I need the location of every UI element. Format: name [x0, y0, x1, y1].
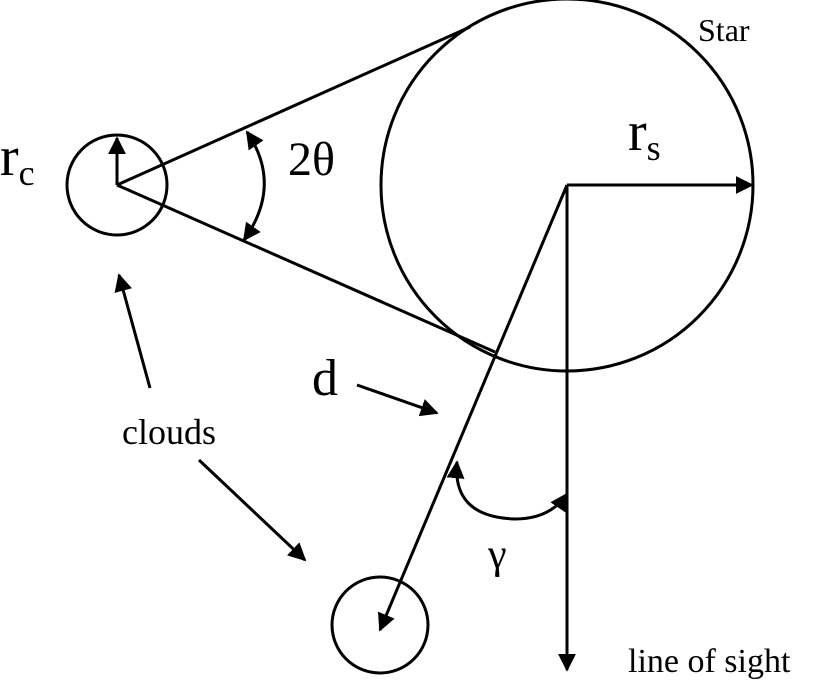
tangent-line-lower — [116, 183, 496, 354]
star-radius-label-main: r — [628, 101, 647, 163]
gamma-label: γ — [487, 532, 507, 578]
clouds-label: clouds — [122, 412, 216, 452]
distance-arrow — [377, 184, 569, 632]
clouds-pointer-arrow-down — [197, 458, 307, 562]
star-label: Star — [698, 12, 750, 48]
tangent-line-upper — [116, 25, 471, 187]
star-radius-label: rs — [628, 101, 661, 168]
gamma-angle-arc — [446, 460, 569, 521]
clouds-pointer-arrow-up — [114, 273, 152, 389]
distance-label: d — [312, 350, 338, 407]
cloud-top-circle — [65, 133, 169, 237]
angle-2theta-label: 2θ — [288, 133, 335, 186]
star-radius-label-sub: s — [647, 128, 661, 168]
cloud-radius-label: rc — [0, 126, 35, 193]
line-of-sight-label: line of sight — [628, 643, 791, 680]
cloud-bottom-circle — [330, 575, 430, 675]
cloud-radius-label-main: r — [0, 126, 19, 188]
d-pointer-arrow — [356, 383, 439, 417]
angle-arc-2theta — [242, 130, 266, 242]
cloud-radius-label-sub: c — [19, 153, 35, 193]
